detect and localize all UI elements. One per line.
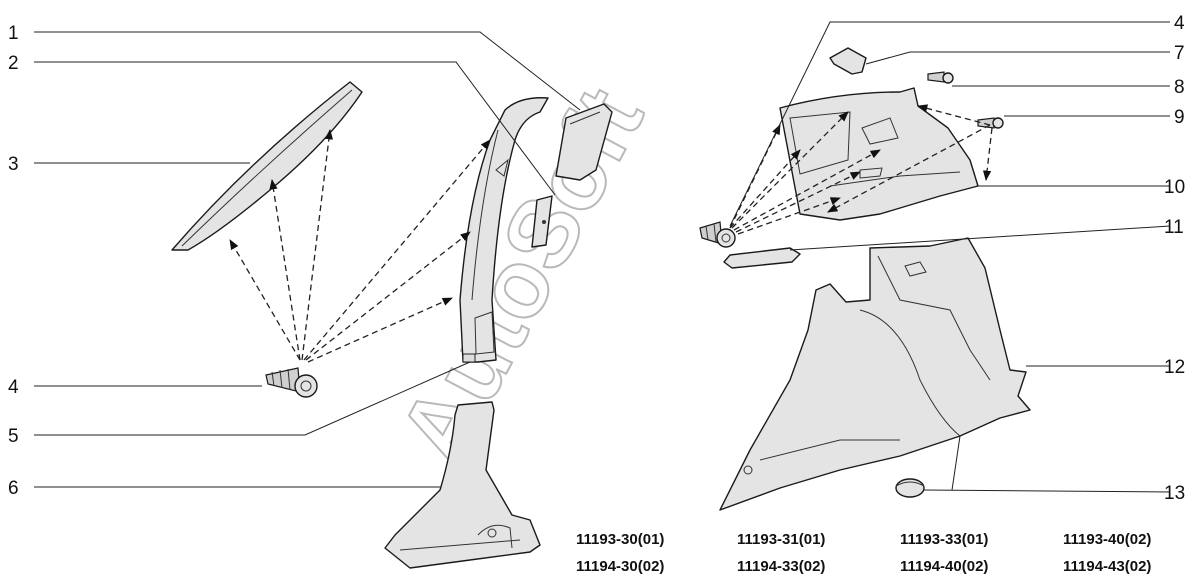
callout-9: 9	[1174, 107, 1185, 128]
callout-labels: 1 2 3 4 5 6 4 7 8 9 10 11 12 13	[8, 13, 1185, 504]
code-col4-row1: 11193-40(02)	[1063, 531, 1151, 548]
callout-2: 2	[8, 53, 19, 74]
code-col3-row2: 11194-40(02)	[900, 558, 988, 575]
code-col2-row1: 11193-31(01)	[737, 531, 825, 548]
callout-3: 3	[8, 154, 19, 175]
code-col1-row2: 11194-30(02)	[576, 558, 664, 575]
part-6-lower-trim	[384, 401, 541, 569]
part-11-cover	[723, 247, 801, 269]
callout-12: 12	[1164, 357, 1185, 378]
part-8-screw	[927, 71, 954, 84]
part-4-screw-left	[265, 367, 318, 398]
part-13-plug	[895, 478, 925, 498]
part-12-lower-trim	[719, 237, 1031, 511]
callout-1: 1	[8, 23, 19, 44]
part-2-clip	[531, 195, 553, 248]
part-10-quarter-trim	[779, 87, 979, 221]
model-codes: 11193-30(01) 11194-30(02) 11193-31(01) 1…	[576, 531, 1151, 575]
callout-4-left: 4	[8, 377, 19, 398]
assembly-arrows-right	[729, 104, 993, 235]
callout-4-right: 4	[1174, 13, 1185, 34]
part-7-clip	[829, 47, 867, 75]
callout-6: 6	[8, 478, 19, 499]
code-col2-row2: 11194-33(02)	[737, 558, 825, 575]
leader-lines-right	[729, 21, 1171, 493]
leader-lines-left	[34, 31, 581, 488]
part-3-pillar-strip	[171, 81, 363, 251]
code-col1-row1: 11193-30(01)	[576, 531, 664, 548]
part-1-upper-cap	[555, 103, 613, 181]
code-col3-row1: 11193-33(01)	[900, 531, 988, 548]
assembly-arrows-left	[229, 128, 491, 363]
callout-11: 11	[1164, 217, 1184, 238]
code-col4-row2: 11194-43(02)	[1063, 558, 1151, 575]
watermark: AutoSoft	[379, 72, 664, 480]
part-4-screw-right	[699, 221, 736, 248]
callout-10: 10	[1164, 177, 1185, 198]
callout-5: 5	[8, 426, 19, 447]
part-9-screw	[977, 117, 1004, 129]
callout-8: 8	[1174, 77, 1185, 98]
callout-7: 7	[1174, 43, 1185, 64]
callout-13: 13	[1164, 483, 1185, 504]
